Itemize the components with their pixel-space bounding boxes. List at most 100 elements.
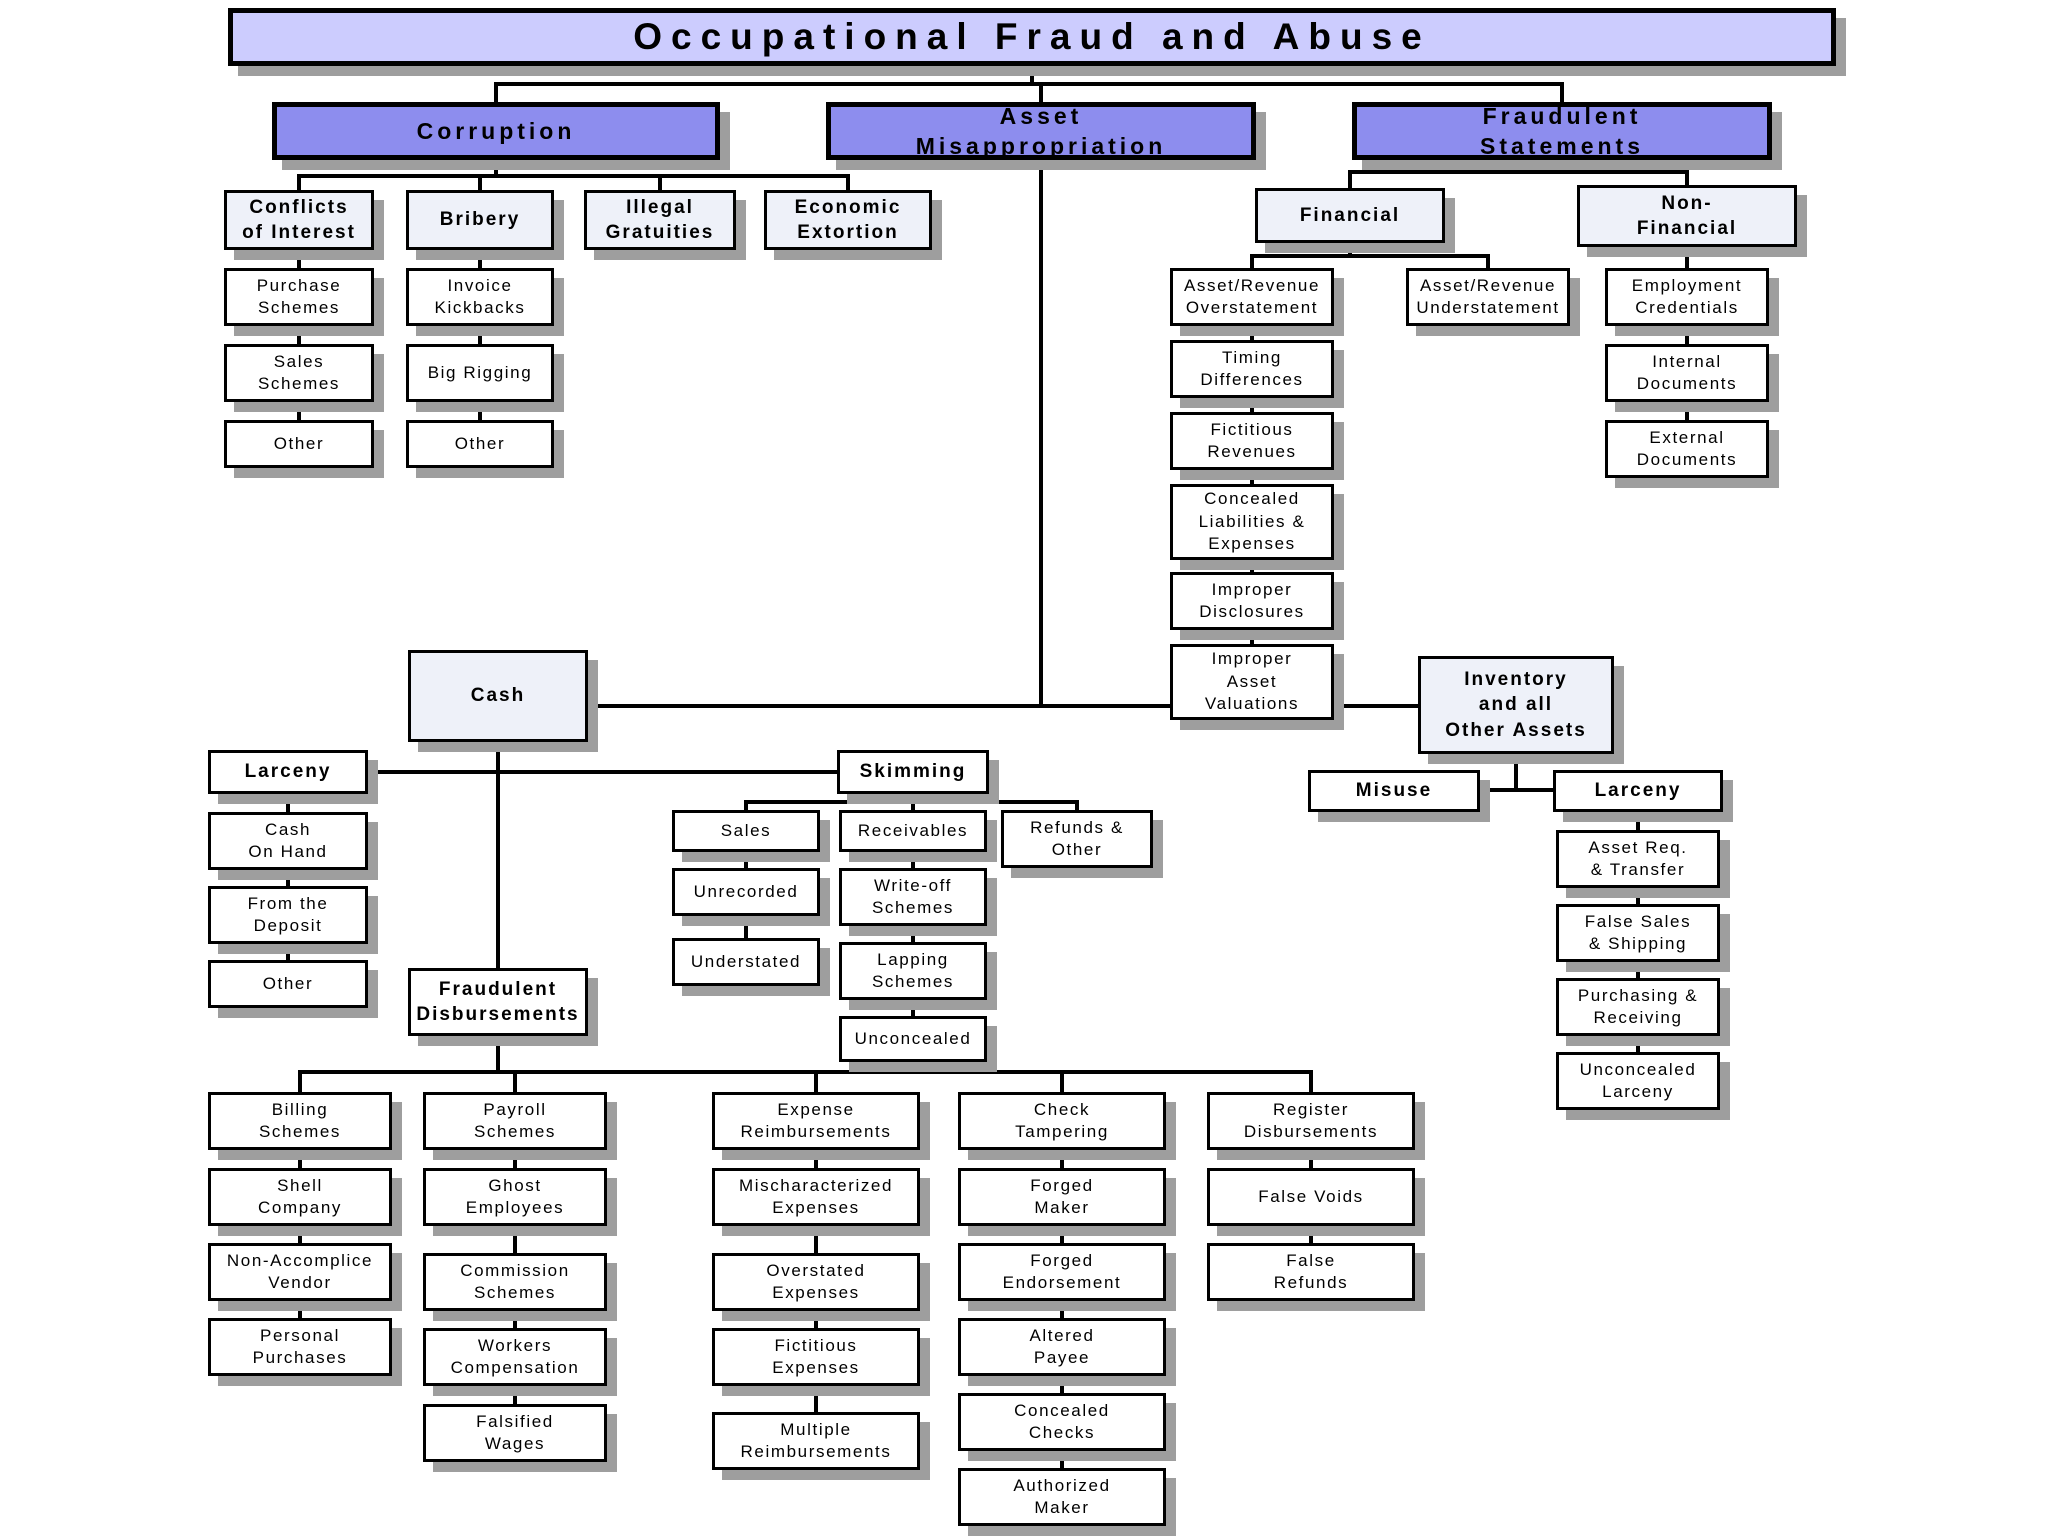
node-label-line: Commission [460, 1260, 570, 1280]
node-label-line: Schemes [258, 1122, 342, 1141]
node-label-line: & Transfer [1590, 860, 1686, 879]
node-label-line: Extortion [797, 222, 899, 243]
node-label-line: Endorsement [1002, 1273, 1122, 1292]
node-label-line: Larceny [1594, 780, 1682, 802]
node-label-line: and all [1478, 694, 1554, 716]
node-label-line: Corruption [416, 117, 576, 144]
node-larceny-inventory: Larceny [1553, 770, 1723, 812]
node-label-line: Forged [1030, 1175, 1094, 1195]
node-label-line: Write-off [873, 875, 952, 895]
node-label-line: Checks [1028, 1423, 1096, 1442]
node-label-line: Wages [484, 1434, 546, 1453]
node-refunds-other: Refunds &Other [1001, 810, 1153, 868]
node-cash: Cash [408, 650, 588, 742]
node-label-line: Purchases [252, 1348, 348, 1367]
node-label-line: Shell [277, 1175, 323, 1195]
node-label-line: Big Rigging [427, 362, 533, 382]
node-label-line: Fraudulent [438, 978, 558, 1000]
node-label-line: Schemes [257, 298, 341, 317]
node-label-line: Liabilities & [1198, 511, 1306, 531]
node-label-line: Authorized [1013, 1475, 1111, 1495]
node-bribery: Bribery [406, 190, 554, 250]
node-unrecorded: Unrecorded [672, 868, 820, 916]
node-label-line: Asset/Revenue [1183, 275, 1321, 295]
node-label-line: Understatement [1416, 298, 1560, 317]
node-label-line: Skimming [859, 761, 967, 783]
node-label-line: From the [247, 893, 329, 913]
node-label-line: Internal [1652, 351, 1722, 371]
node-label-line: Misappropriation [915, 133, 1167, 159]
node-non-financial: Non-Financial [1577, 185, 1797, 247]
node-label-line: Lapping [877, 949, 949, 969]
node-label-line: Other [262, 973, 314, 993]
node-label-line: Cash [264, 819, 312, 839]
node-label-line: Altered [1029, 1325, 1095, 1345]
node-label-line: Purchase [256, 275, 342, 295]
node-label-line: Unconcealed [854, 1028, 972, 1048]
node-label-line: Other Assets [1445, 719, 1587, 741]
node-label-line: Expenses [772, 1198, 860, 1217]
node-label-line: Other [273, 433, 325, 453]
node-label-line: Workers [477, 1335, 553, 1355]
node-label-line: Concealed [1204, 489, 1300, 509]
node-label-line: Sales [273, 351, 325, 371]
node-label-line: Unconcealed [1579, 1059, 1697, 1079]
node-label-line: Disclosures [1199, 602, 1305, 621]
node-label-line: Employees [465, 1198, 565, 1217]
node-label-line: Bribery [439, 209, 521, 231]
node-label-line: Asset [1226, 671, 1278, 691]
node-label-line: Payroll [483, 1099, 547, 1119]
node-label-line: Credentials [1635, 298, 1739, 317]
node-label-line: Invoice [447, 275, 513, 295]
node-label-line: Economic [794, 196, 902, 218]
node-receivables: Receivables [839, 810, 987, 852]
node-label-line: Expenses [1208, 534, 1296, 554]
node-label-line: Statements [1480, 133, 1644, 159]
node-label-line: Deposit [253, 916, 323, 935]
node-label-line: Unrecorded [693, 881, 799, 901]
node-label-line: Tampering [1015, 1122, 1109, 1141]
node-label-line: Refunds & [1030, 817, 1124, 837]
node-label-line: Ghost [488, 1175, 542, 1195]
node-label-line: Multiple [780, 1419, 852, 1439]
node-label-line: & Shipping [1588, 934, 1688, 953]
node-label-line: Conflicts [249, 196, 349, 218]
node-label-line: Register [1272, 1099, 1350, 1119]
node-misuse: Misuse [1308, 770, 1480, 812]
node-label-line: Schemes [473, 1283, 557, 1302]
node-label-line: Fraudulent [1482, 102, 1642, 129]
node-label-line: Expense [777, 1099, 855, 1119]
node-label-line: Documents [1636, 450, 1738, 469]
node-label-line: Schemes [473, 1122, 557, 1141]
node-label-line: Sales [720, 820, 772, 840]
node-label-line: Receiving [1593, 1008, 1683, 1027]
node-label-line: Overstated [766, 1260, 866, 1280]
node-label-line: Asset [999, 102, 1083, 129]
node-label-line: Asset Req. [1588, 837, 1688, 857]
node-label-line: Revenues [1207, 442, 1297, 461]
node-label-line: Larceny [244, 761, 332, 783]
